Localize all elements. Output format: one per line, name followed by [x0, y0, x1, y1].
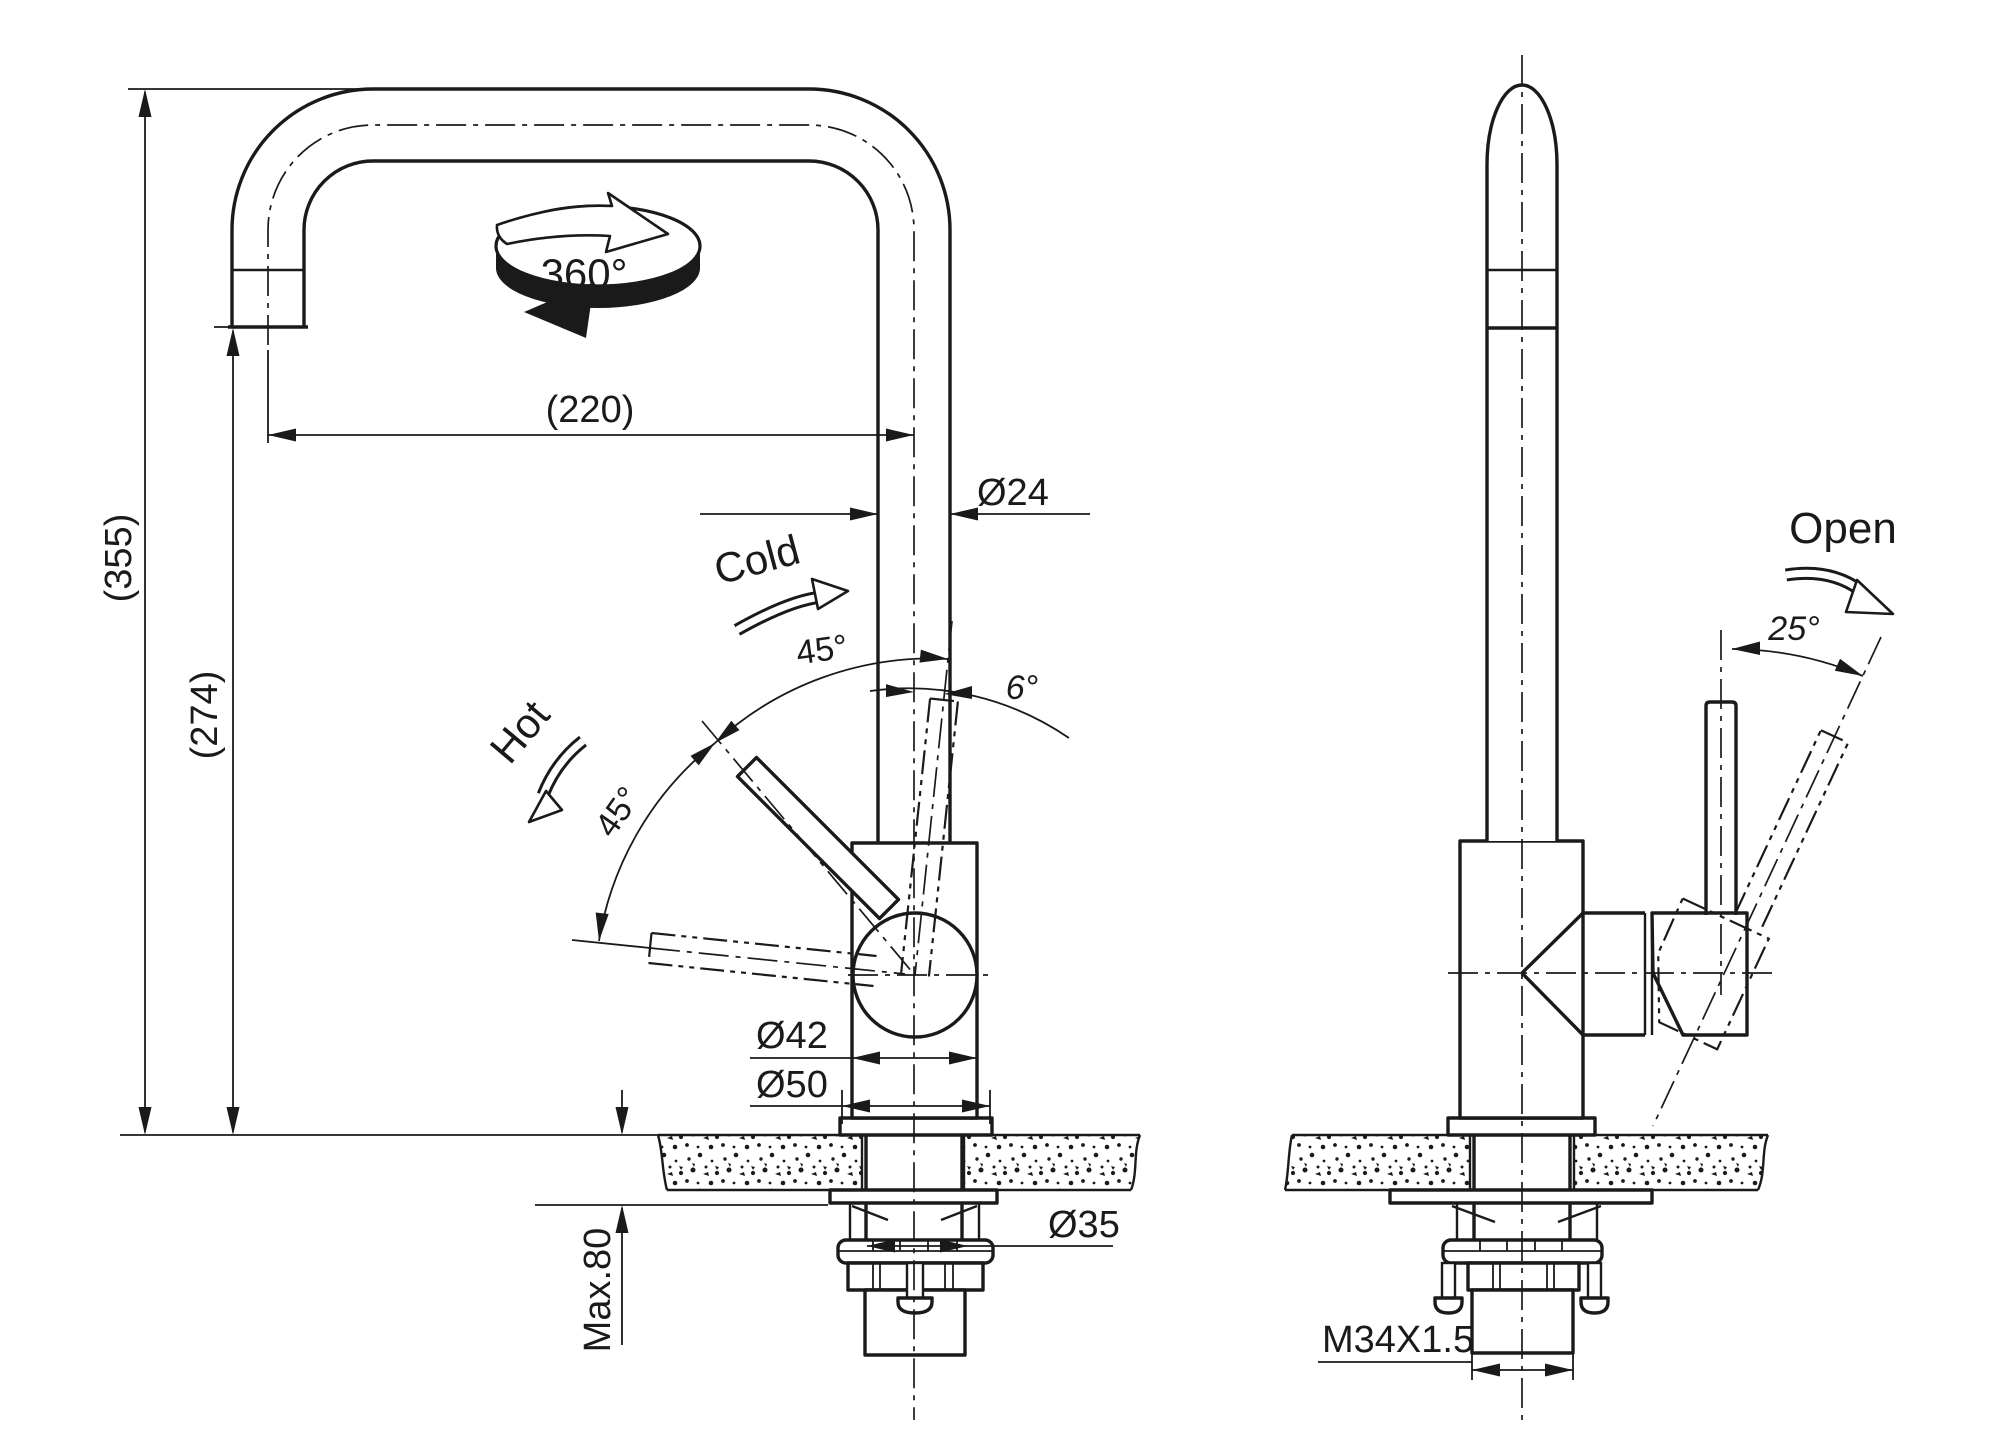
open-label: Open	[1789, 504, 1897, 553]
dim-rest-angle: 6°	[869, 669, 1070, 739]
faucet-body-side	[1446, 83, 1749, 1137]
countertop-front	[656, 1133, 1142, 1192]
centerlines-side	[1448, 55, 1772, 1420]
phantom-open-position	[1652, 636, 1882, 1127]
phantom-levers-front	[571, 697, 959, 988]
mounting-hardware-side	[1388, 1135, 1654, 1355]
dim-spout-diameter-label: Ø24	[977, 472, 1049, 514]
hot-direction: Hot	[481, 691, 588, 824]
dim-overall-height: (355)	[98, 88, 658, 1136]
side-view: Open 25° M34X1.5	[1283, 55, 1897, 1420]
cold-label: Cold	[709, 526, 805, 594]
open-direction: Open	[1784, 504, 1897, 616]
dim-hot-angle-label: 45°	[588, 780, 649, 844]
cold-direction: Cold	[709, 526, 850, 636]
lever-45-front	[735, 755, 901, 921]
dim-open-angle: 25°	[1731, 610, 1864, 677]
cold-direction-arrow	[733, 577, 850, 636]
hot-label: Hot	[481, 691, 559, 772]
dim-spout-diameter: Ø24	[700, 472, 1090, 521]
dim-spout-height-label: (274)	[184, 671, 226, 760]
countertop-side	[1283, 1133, 1770, 1192]
dim-max-counter-thickness-label: Max.80	[577, 1228, 619, 1353]
dim-cold-angle-label: 45°	[794, 628, 850, 673]
spout-front	[228, 87, 952, 843]
dim-base-diameter: Ø50	[750, 1064, 991, 1124]
dim-base-diameter-label: Ø50	[756, 1064, 828, 1106]
dim-body-diameter-label: Ø42	[756, 1015, 828, 1057]
dim-cold-angle: 45°	[714, 628, 949, 744]
hot-direction-arrow	[527, 735, 588, 824]
dim-spout-reach: (220)	[267, 350, 914, 443]
rotation-360-label: 360°	[541, 250, 628, 297]
dim-spout-reach-label: (220)	[546, 389, 635, 431]
dim-hole-diameter-label: Ø35	[1048, 1204, 1120, 1246]
dim-overall-height-label: (355)	[98, 514, 140, 603]
dim-max-counter-thickness: Max.80	[535, 1090, 828, 1352]
dim-thread-spec: M34X1.5	[1318, 1319, 1574, 1380]
dim-rest-angle-label: 6°	[1006, 669, 1039, 707]
handle-socket	[1650, 911, 1749, 1037]
dim-thread-spec-label: M34X1.5	[1322, 1319, 1474, 1361]
dim-hole-diameter: Ø35	[867, 1204, 1120, 1253]
dim-spout-height: (274)	[184, 326, 240, 1135]
dim-open-angle-label: 25°	[1767, 610, 1819, 648]
centerlines-front	[267, 124, 990, 1420]
dim-hot-angle: 45°	[588, 742, 716, 942]
rotation-360-icon: 360°	[494, 191, 702, 338]
front-view: 360° (220) (355) (274)	[98, 87, 1142, 1420]
open-direction-arrow	[1784, 566, 1895, 616]
dim-body-diameter: Ø42	[750, 1015, 977, 1065]
